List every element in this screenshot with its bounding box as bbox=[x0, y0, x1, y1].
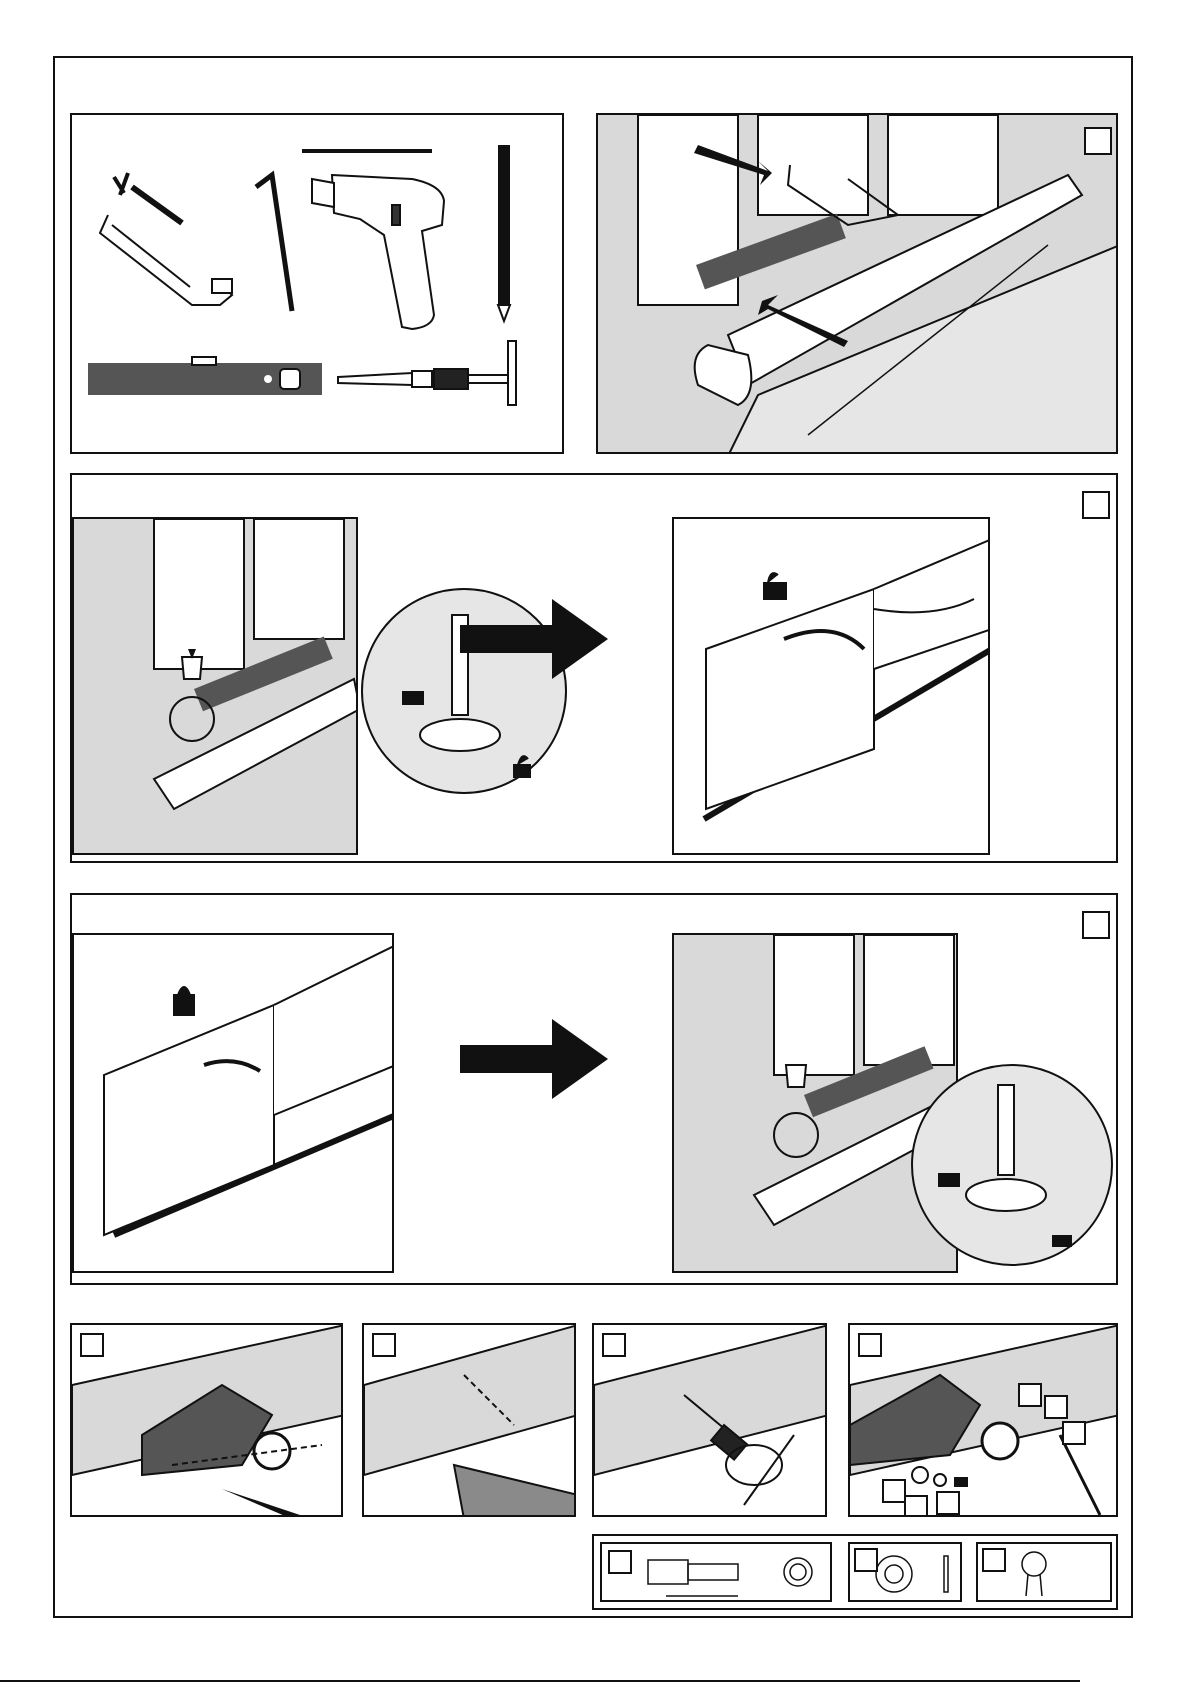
drill-icon bbox=[312, 175, 444, 329]
part-label-box bbox=[854, 1548, 878, 1572]
screw-icon bbox=[648, 1558, 812, 1596]
nut-detail bbox=[976, 1542, 1112, 1602]
washer-icon bbox=[876, 1556, 948, 1592]
nut-icon bbox=[1022, 1552, 1046, 1596]
pencil-icon bbox=[498, 145, 510, 321]
screw-icon bbox=[954, 1477, 968, 1487]
position-operator-panel bbox=[596, 113, 1118, 454]
fasten-bracket-panel bbox=[848, 1323, 1118, 1517]
step-number-box bbox=[80, 1333, 104, 1357]
step-number-box bbox=[1084, 127, 1112, 155]
part-label-box bbox=[936, 1491, 960, 1515]
step-number-box bbox=[602, 1333, 626, 1357]
spirit-level-icon bbox=[88, 357, 322, 395]
lock-icon bbox=[174, 987, 194, 1015]
unlock-sequence-panel bbox=[70, 473, 1118, 863]
part-label-box bbox=[904, 1495, 928, 1517]
drill-icon bbox=[454, 1465, 576, 1517]
unlock-icon bbox=[1052, 1235, 1072, 1247]
tools-panel bbox=[70, 113, 564, 454]
step-number-box bbox=[1082, 911, 1110, 939]
part-label-box bbox=[1018, 1383, 1042, 1407]
next-step-arrow bbox=[460, 599, 620, 679]
step-number-box bbox=[858, 1333, 882, 1357]
washer-detail bbox=[848, 1542, 962, 1602]
lock-icon bbox=[938, 1173, 960, 1187]
drill-holes-panel bbox=[362, 1323, 576, 1517]
step-number-box bbox=[372, 1333, 396, 1357]
part-label-box bbox=[608, 1550, 632, 1574]
part-label-box bbox=[1062, 1421, 1086, 1445]
clamp-icon bbox=[100, 173, 232, 305]
open-gate-view bbox=[672, 517, 990, 855]
washer-icon bbox=[912, 1467, 946, 1486]
mark-holes-panel bbox=[70, 1323, 343, 1517]
tap-wrench-icon bbox=[338, 341, 516, 405]
screw-detail bbox=[600, 1542, 832, 1602]
next-step-arrow bbox=[460, 1019, 620, 1099]
part-label-box bbox=[882, 1479, 906, 1503]
hex-key-icon bbox=[1060, 1435, 1100, 1515]
unlock-icon bbox=[764, 573, 786, 599]
lock-icon bbox=[402, 691, 424, 705]
lock-sequence-panel bbox=[70, 893, 1118, 1285]
pencil-icon bbox=[222, 1489, 312, 1517]
hex-key-icon bbox=[256, 175, 292, 311]
close-gate-view bbox=[72, 933, 394, 1273]
tap-threads-panel bbox=[592, 1323, 827, 1517]
part-label-box bbox=[982, 1548, 1006, 1572]
step-number-box bbox=[1082, 491, 1110, 519]
gate-icon bbox=[104, 945, 394, 1235]
footer-rule bbox=[0, 1680, 1080, 1682]
part-label-box bbox=[1044, 1395, 1068, 1419]
parts-detail-strip bbox=[592, 1534, 1118, 1610]
